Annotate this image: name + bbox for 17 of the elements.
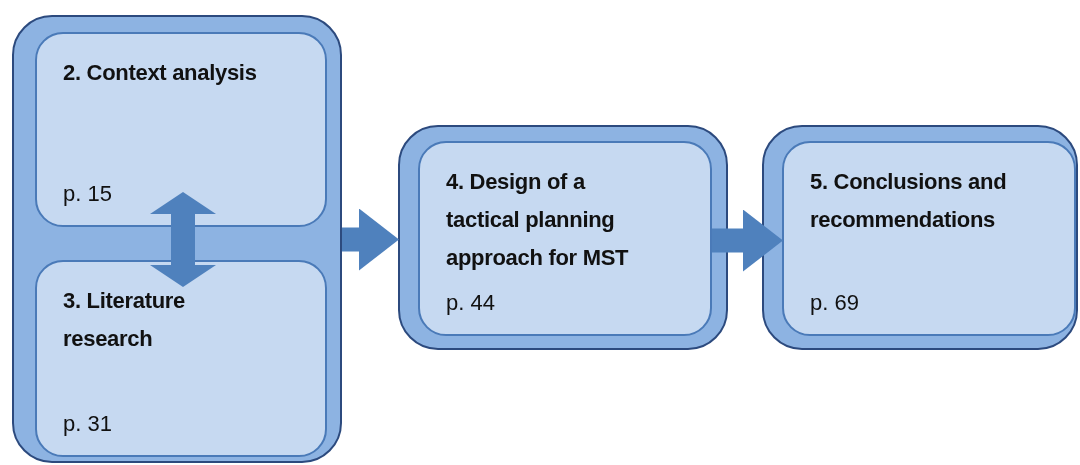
arrow [712, 209, 783, 272]
page-number: p. 15 [63, 181, 113, 207]
page-number: p. 69 [810, 290, 860, 316]
group-box [398, 125, 728, 350]
group-box [12, 15, 342, 463]
section-box [35, 260, 327, 457]
section-title: 5. Conclusions and recommendations [810, 168, 1008, 234]
double-arrow [150, 192, 216, 287]
page-number: p. 44 [446, 290, 496, 316]
section-box [782, 141, 1076, 336]
section-box [418, 141, 712, 336]
section-title: 2. Context analysis [63, 59, 258, 87]
arrow [342, 208, 399, 271]
page-number: p. 31 [63, 411, 113, 437]
group-box [762, 125, 1078, 350]
section-title: 3. Literature research [63, 287, 187, 353]
section-box [35, 32, 327, 227]
